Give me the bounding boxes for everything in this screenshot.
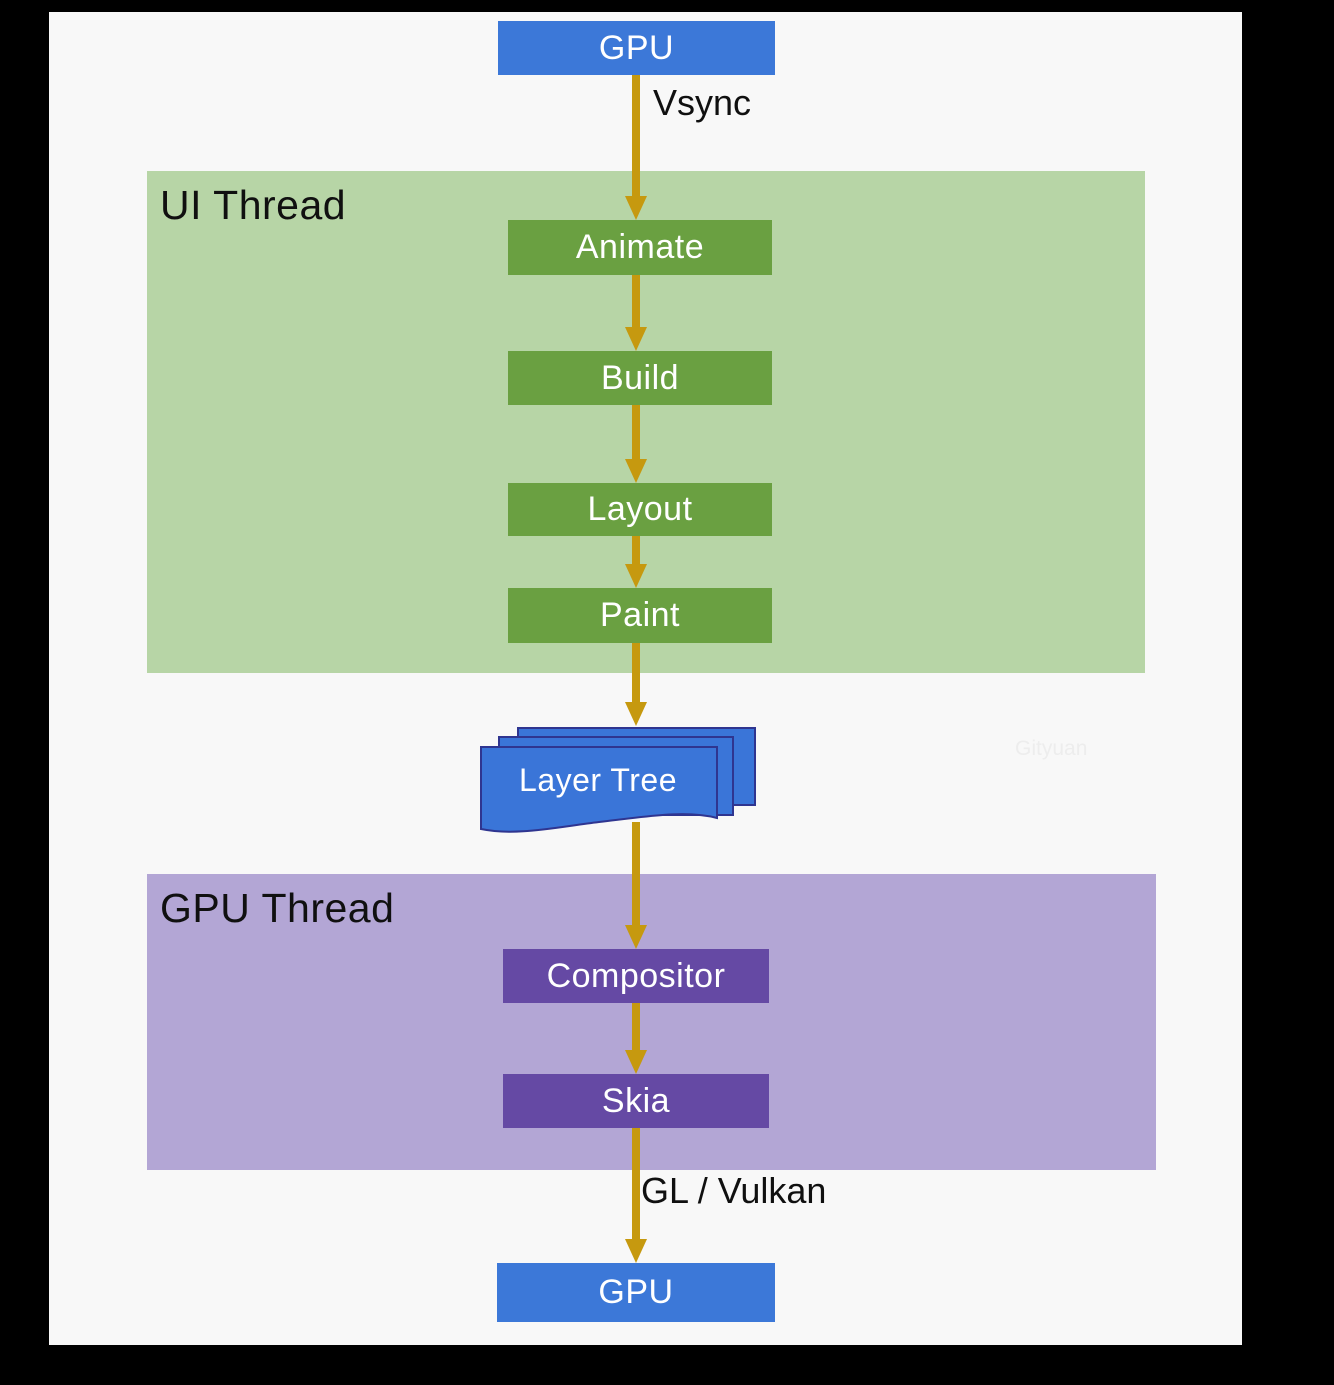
arrow-layer-tree-to-compositor xyxy=(625,822,647,949)
ui-thread-label: UI Thread xyxy=(160,182,347,228)
arrow-head-icon xyxy=(625,459,647,483)
arrow-shaft xyxy=(632,643,640,702)
arrow-compositor-to-skia xyxy=(625,1003,647,1074)
vsync-edge-label: Vsync xyxy=(653,82,752,123)
node-layer-tree: Layer Tree xyxy=(519,762,677,798)
gl-vulkan-edge-label: GL / Vulkan xyxy=(641,1170,827,1211)
arrow-build-to-layout xyxy=(625,405,647,483)
arrow-head-icon xyxy=(625,1239,647,1263)
layer-tree-stack-shape xyxy=(480,726,762,848)
arrow-animate-to-build xyxy=(625,275,647,351)
arrow-layout-to-paint xyxy=(625,536,647,588)
arrow-head-icon xyxy=(625,702,647,726)
arrow-shaft xyxy=(632,275,640,327)
arrow-head-icon xyxy=(625,925,647,949)
node-skia: Skia xyxy=(503,1074,769,1128)
arrow-skia-to-gpu xyxy=(625,1128,647,1263)
node-gpu-top: GPU xyxy=(498,21,775,75)
arrow-head-icon xyxy=(625,327,647,351)
layer-tree-sheets-icon xyxy=(480,727,756,833)
node-build: Build xyxy=(508,351,772,405)
arrow-shaft xyxy=(632,75,640,196)
arrow-head-icon xyxy=(625,564,647,588)
arrow-head-icon xyxy=(625,196,647,220)
diagram-canvas: UI Thread GPU Thread xyxy=(49,12,1242,1345)
arrow-paint-to-layer-tree xyxy=(625,643,647,726)
arrow-shaft xyxy=(632,1003,640,1050)
node-animate: Animate xyxy=(508,220,772,275)
arrow-shaft xyxy=(632,1128,640,1239)
watermark-text: Gityuan xyxy=(1015,737,1088,760)
arrow-head-icon xyxy=(625,1050,647,1074)
arrow-gpu-to-animate xyxy=(625,75,647,220)
arrow-shaft xyxy=(632,536,640,564)
node-gpu-bottom: GPU xyxy=(497,1263,775,1322)
arrow-shaft xyxy=(632,405,640,459)
node-paint: Paint xyxy=(508,588,772,643)
arrow-shaft xyxy=(632,822,640,925)
node-compositor: Compositor xyxy=(503,949,769,1003)
gpu-thread-label: GPU Thread xyxy=(160,885,395,931)
node-layout: Layout xyxy=(508,483,772,536)
